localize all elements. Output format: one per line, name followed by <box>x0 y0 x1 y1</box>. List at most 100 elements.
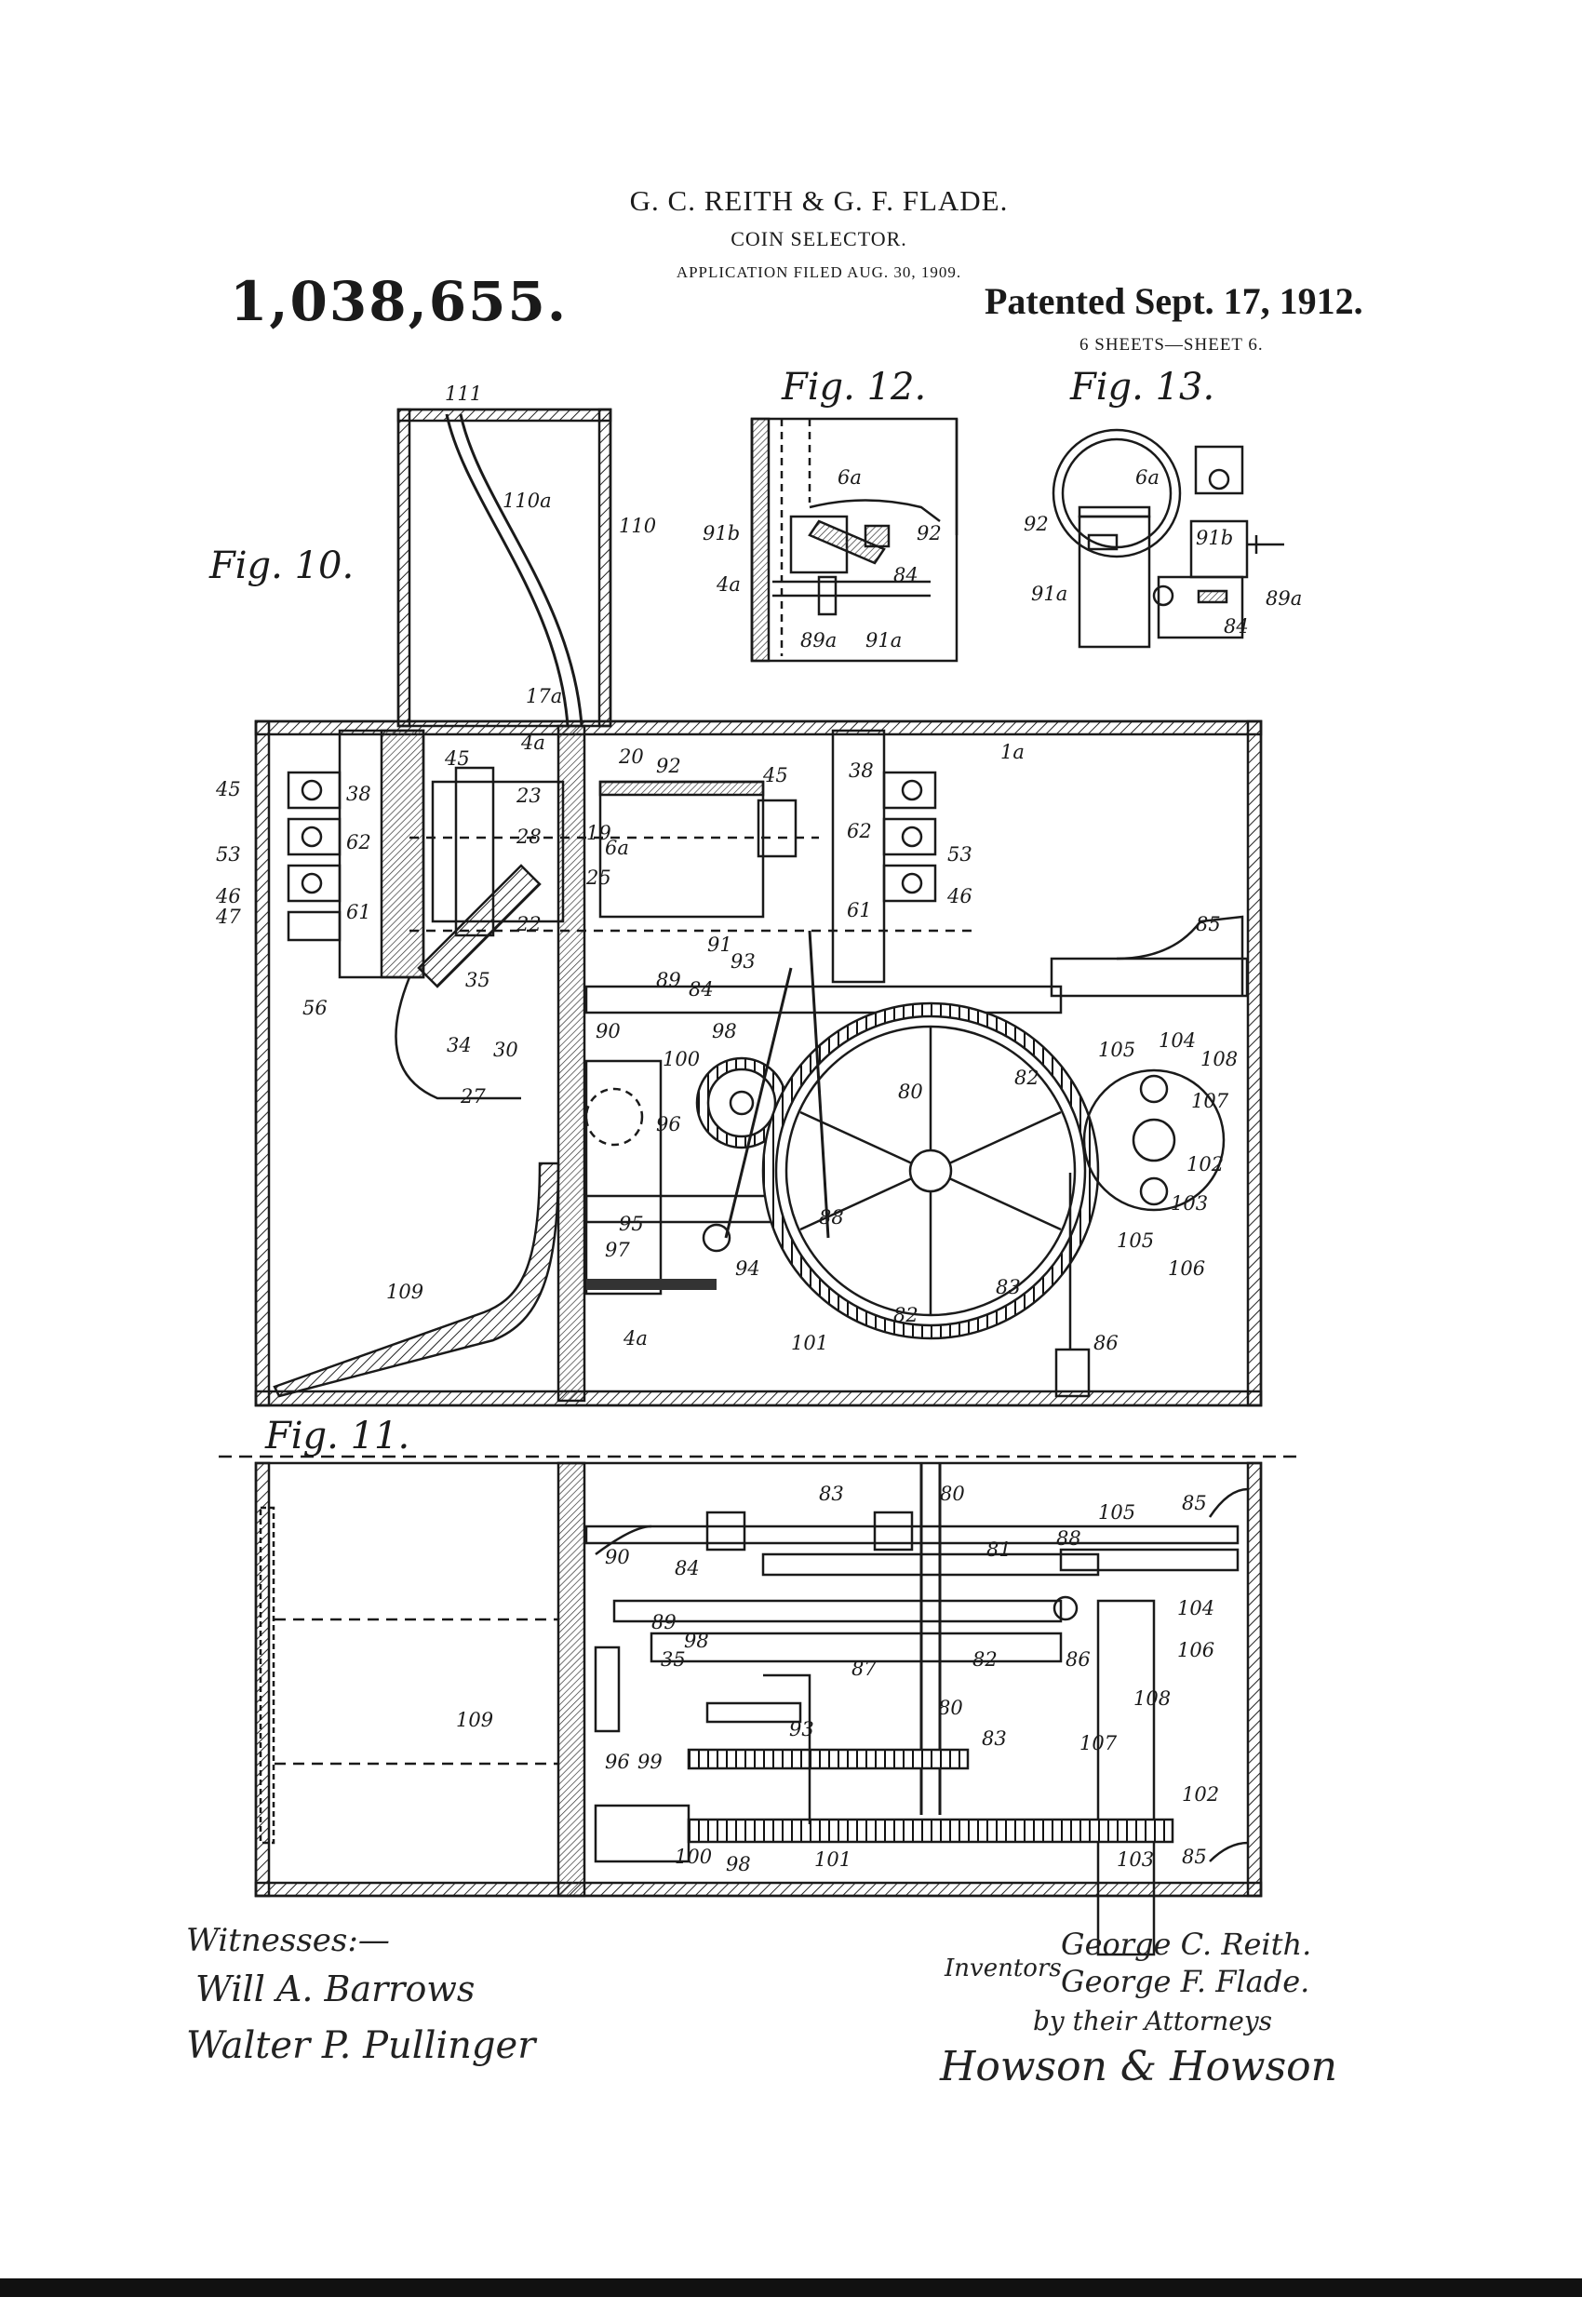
ref-label: 87 <box>851 1658 877 1680</box>
ref-label: 98 <box>712 1020 737 1042</box>
ref-label: 96 <box>605 1751 630 1773</box>
ref-label: 84 <box>675 1557 700 1579</box>
ref-label: 23 <box>516 785 542 807</box>
ref-label: 92 <box>917 522 942 544</box>
ref-label: 19 <box>586 822 611 844</box>
ref-label: 89 <box>656 969 681 991</box>
ref-label: 83 <box>982 1727 1007 1750</box>
fig10-label: Fig. 10. <box>209 544 355 587</box>
ref-label: 90 <box>596 1020 621 1042</box>
ref-label: 6a <box>838 466 862 489</box>
ref-label: 93 <box>731 950 756 973</box>
ref-label: 98 <box>726 1853 751 1875</box>
ref-label: 84 <box>893 564 918 586</box>
ref-label: 88 <box>1056 1527 1081 1550</box>
inventor-signature: George F. Flade. <box>1061 1964 1310 1999</box>
ref-label: 97 <box>605 1239 630 1261</box>
ref-label: 45 <box>215 778 241 800</box>
ref-label: 4a <box>520 732 545 754</box>
ref-label: 45 <box>444 747 470 770</box>
ref-label: 100 <box>663 1048 700 1070</box>
ref-label: 38 <box>346 783 371 805</box>
ref-label: 96 <box>656 1113 681 1135</box>
ref-label: 90 <box>605 1546 630 1568</box>
ref-label: 91b <box>703 522 740 544</box>
ref-label: 82 <box>893 1304 918 1326</box>
ref-label: 102 <box>1182 1783 1219 1806</box>
inventor-signature: George C. Reith. <box>1061 1927 1312 1962</box>
ref-label: 91a <box>1031 583 1067 605</box>
ref-label: 105 <box>1117 1229 1154 1252</box>
title-heading: COIN SELECTOR. <box>731 227 907 250</box>
fig10-refs: 111 110a 110 17a 4a 20 92 1a 45 38 53 62… <box>215 383 1238 1354</box>
ref-label: 102 <box>1186 1153 1224 1175</box>
ref-label: 4a <box>716 573 741 596</box>
ref-label: 86 <box>1066 1648 1091 1671</box>
ref-label: 61 <box>346 901 371 923</box>
application-line: APPLICATION FILED AUG. 30, 1909. <box>676 263 962 281</box>
ref-label: 88 <box>819 1206 844 1229</box>
witness-signature: Walter P. Pullinger <box>186 2024 536 2067</box>
ref-label: 107 <box>1191 1090 1229 1112</box>
ref-label: 85 <box>1182 1492 1207 1514</box>
ref-label: 20 <box>618 746 644 768</box>
fig13-label: Fig. 13. <box>1070 366 1215 409</box>
fig11-refs: 83 80 105 85 81 88 90 84 89 98 35 93 87 … <box>456 1483 1219 1875</box>
ref-label: 99 <box>637 1751 663 1773</box>
ref-label: 38 <box>849 759 874 782</box>
ref-label: 6a <box>1135 466 1160 489</box>
ref-label: 46 <box>946 885 972 907</box>
inventors-heading: G. C. REITH & G. F. FLADE. <box>629 184 1009 217</box>
fig12-refs: 6a 91b 92 4a 84 89a 91a <box>703 466 942 652</box>
ref-label: 47 <box>215 906 241 928</box>
ref-label: 82 <box>1014 1067 1039 1089</box>
ref-label: 91a <box>865 629 902 652</box>
ref-label: 93 <box>789 1718 814 1740</box>
ref-label: 94 <box>735 1257 760 1280</box>
witnesses-label: Witnesses:— <box>186 1922 390 1959</box>
ref-label: 17a <box>526 685 562 707</box>
ref-label: 86 <box>1093 1332 1119 1354</box>
ref-label: 84 <box>1224 615 1249 638</box>
ref-label: 61 <box>847 899 872 921</box>
ref-label: 85 <box>1182 1846 1207 1868</box>
ref-label: 105 <box>1098 1501 1135 1524</box>
ref-label: 107 <box>1079 1732 1118 1754</box>
ref-label: 34 <box>447 1034 472 1056</box>
ref-label: 28 <box>516 826 542 848</box>
attorneys-signature: Howson & Howson <box>940 2043 1338 2090</box>
ref-label: 109 <box>456 1709 493 1731</box>
ref-label: 106 <box>1168 1257 1205 1280</box>
ref-label: 85 <box>1196 913 1221 935</box>
ref-label: 91b <box>1196 527 1233 549</box>
ref-label: 22 <box>516 913 542 935</box>
ref-label: 95 <box>619 1213 644 1235</box>
fig12-label: Fig. 12. <box>782 366 927 409</box>
witness-signature: Will A. Barrows <box>195 1968 476 2009</box>
patented-date: Patented Sept. 17, 1912. <box>985 280 1363 322</box>
ref-label: 84 <box>689 978 714 1001</box>
ref-label: 83 <box>819 1483 844 1505</box>
ref-label: 106 <box>1177 1639 1214 1661</box>
ref-label: 101 <box>791 1332 828 1354</box>
ref-label: 89a <box>1266 587 1302 610</box>
ref-label: 104 <box>1177 1597 1214 1619</box>
fig11-label: Fig. 11. <box>265 1415 410 1458</box>
ref-label: 1a <box>1000 741 1025 763</box>
fig12-drawing <box>750 417 959 663</box>
sheet-number: 6 SHEETS—SHEET 6. <box>1079 335 1264 355</box>
ref-label: 109 <box>386 1281 423 1303</box>
ref-label: 25 <box>585 866 611 889</box>
ref-label: 35 <box>661 1648 686 1671</box>
ref-label: 105 <box>1098 1039 1135 1061</box>
ref-label: 110 <box>619 515 656 537</box>
fig13-refs: 6a 92 91b 91a 89a 84 <box>1024 466 1302 638</box>
ref-label: 108 <box>1133 1687 1171 1710</box>
ref-label: 89 <box>651 1611 677 1633</box>
ref-label: 56 <box>302 997 328 1019</box>
patent-number: 1,038,655. <box>230 270 569 333</box>
ref-label: 53 <box>947 843 972 866</box>
ref-label: 89a <box>800 629 837 652</box>
ref-label: 92 <box>1024 513 1049 535</box>
